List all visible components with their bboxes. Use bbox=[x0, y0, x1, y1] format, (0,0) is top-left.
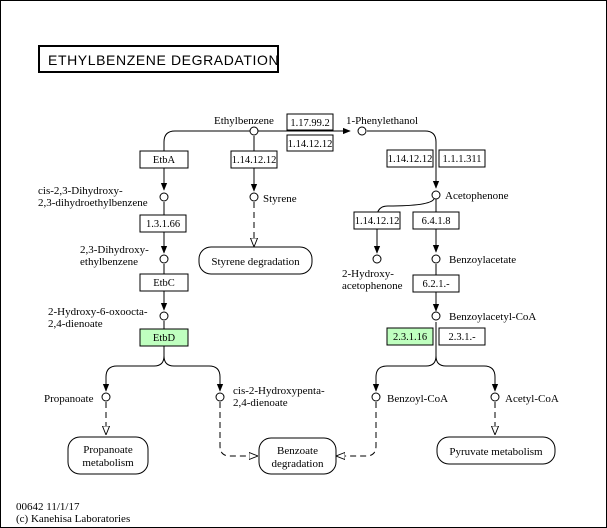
map-label: Propanoate bbox=[83, 444, 133, 456]
enzyme-box-1-14-12-12-a[interactable]: 1.14.12.12 bbox=[286, 134, 334, 152]
compound-label: 1-Phenylethanol bbox=[346, 115, 418, 127]
enzyme-label: 1.14.12.12 bbox=[388, 154, 433, 165]
compound-label: 2,3-dihydroethylbenzene bbox=[38, 197, 148, 209]
enzyme-label: 1.3.1.66 bbox=[146, 219, 180, 230]
compound-label: Benzoyl-CoA bbox=[387, 393, 448, 405]
map-link-benzoate-degradation[interactable]: Benzoate degradation bbox=[258, 437, 337, 475]
map-label: Benzoate bbox=[277, 445, 318, 457]
compound-acetophenone[interactable]: Acetophenone bbox=[431, 190, 509, 202]
enzyme-label: EtbC bbox=[153, 278, 175, 289]
map-link-styrene-degradation[interactable]: Styrene degradation bbox=[198, 246, 313, 275]
enzyme-box-etbc[interactable]: EtbC bbox=[139, 273, 189, 292]
enzyme-box-1-17-99-2[interactable]: 1.17.99.2 bbox=[286, 113, 334, 131]
compound-label: 2,4-dienoate bbox=[48, 318, 103, 330]
compound-label: Benzoylacetate bbox=[449, 254, 516, 266]
enzyme-highlight bbox=[139, 328, 189, 347]
pathway-title-box: ETHYLBENZENE DEGRADATION bbox=[38, 45, 279, 73]
compound-2-3-dihydroxyethylbenzene[interactable]: 2,3-Dihydroxy- ethylbenzene bbox=[80, 244, 169, 268]
compound-label: Benzoylacetyl-CoA bbox=[449, 311, 536, 323]
map-link-propanoate-metabolism[interactable]: Propanoate metabolism bbox=[67, 436, 149, 475]
compound-label: ethylbenzene bbox=[80, 256, 138, 268]
compound-label: Ethylbenzene bbox=[214, 115, 274, 127]
enzyme-label: 2.3.1.16 bbox=[393, 332, 427, 343]
enzyme-label: EtbD bbox=[153, 333, 176, 344]
compound-label: acetophenone bbox=[342, 280, 403, 292]
compound-label: 2,3-Dihydroxy- bbox=[80, 244, 149, 256]
enzyme-box-etbd[interactable]: EtbD bbox=[139, 328, 189, 347]
enzyme-box-6-2-1[interactable]: 6.2.1.- bbox=[412, 274, 460, 293]
enzyme-label: 1.1.1.311 bbox=[443, 154, 482, 165]
enzyme-label: 1.17.99.2 bbox=[290, 118, 329, 129]
enzyme-box-etba[interactable]: EtbA bbox=[139, 150, 189, 169]
compound-label: Propanoate bbox=[44, 393, 94, 405]
compound-label: Styrene bbox=[263, 193, 297, 205]
map-label: degradation bbox=[272, 458, 324, 470]
map-label: metabolism bbox=[82, 457, 134, 469]
compound-styrene[interactable]: Styrene bbox=[249, 192, 297, 205]
enzyme-highlight bbox=[386, 327, 434, 346]
compound-label: Acetyl-CoA bbox=[505, 393, 559, 405]
map-label: Pyruvate metabolism bbox=[449, 446, 543, 458]
enzyme-box-1-14-12-12-d[interactable]: 1.14.12.12 bbox=[353, 211, 401, 230]
compound-label: 2-Hydroxy- bbox=[342, 268, 394, 280]
enzyme-label: 1.14.12.12 bbox=[355, 216, 400, 227]
compound-benzoylacetate[interactable]: Benzoylacetate bbox=[431, 254, 516, 266]
enzyme-box-2-3-1-16[interactable]: 2.3.1.16 bbox=[386, 327, 434, 346]
compound-cis-2-hydroxypenta-2-4-dienoate[interactable]: cis-2-Hydroxypenta- 2,4-dienoate bbox=[215, 385, 325, 409]
compound-2-hydroxyacetophenone[interactable]: 2-Hydroxy- acetophenone bbox=[342, 254, 403, 292]
map-label: Styrene degradation bbox=[211, 256, 300, 268]
footer-copyright: (c) Kanehisa Laboratories bbox=[16, 513, 130, 525]
compound-2-hydroxy-6-oxoocta-2-4-dienoate[interactable]: 2-Hydroxy-6-oxoocta- 2,4-dienoate bbox=[48, 306, 169, 330]
compound-benzoyl-coa[interactable]: Benzoyl-CoA bbox=[371, 392, 448, 405]
compound-label: 2,4-dienoate bbox=[233, 397, 288, 409]
compound-ethylbenzene[interactable]: Ethylbenzene bbox=[214, 115, 274, 136]
enzyme-label: EtbA bbox=[153, 155, 176, 166]
enzyme-box-2-3-1[interactable]: 2.3.1.- bbox=[438, 327, 486, 346]
compound-label: cis-2-Hydroxypenta- bbox=[233, 385, 325, 397]
footer-map-id-date: 00642 11/1/17 bbox=[16, 501, 80, 513]
compound-label: Acetophenone bbox=[445, 190, 509, 202]
enzyme-label: 6.2.1.- bbox=[422, 279, 450, 290]
enzyme-label: 1.14.12.12 bbox=[288, 139, 333, 150]
compound-label: cis-2,3-Dihydroxy- bbox=[38, 185, 123, 197]
enzyme-label: 2.3.1.- bbox=[448, 332, 476, 343]
pathway-title: ETHYLBENZENE DEGRADATION bbox=[48, 52, 279, 68]
map-link-pyruvate-metabolism[interactable]: Pyruvate metabolism bbox=[436, 436, 556, 465]
compound-acetyl-coa[interactable]: Acetyl-CoA bbox=[490, 392, 559, 405]
compound-cis-dihydroxy-dihydroethylbenzene[interactable]: cis-2,3-Dihydroxy- 2,3-dihydroethylbenze… bbox=[38, 185, 169, 209]
compound-1-phenylethanol[interactable]: 1-Phenylethanol bbox=[346, 115, 418, 136]
enzyme-label: 1.14.12.12 bbox=[232, 155, 277, 166]
enzyme-box-1-3-1-66[interactable]: 1.3.1.66 bbox=[139, 214, 187, 233]
enzyme-box-1-14-12-12-c[interactable]: 1.14.12.12 bbox=[386, 149, 434, 168]
compound-propanoate[interactable]: Propanoate bbox=[44, 392, 111, 405]
compound-benzoylacetyl-coa[interactable]: Benzoylacetyl-CoA bbox=[431, 311, 536, 323]
compound-label: 2-Hydroxy-6-oxoocta- bbox=[48, 306, 148, 318]
enzyme-box-1-1-1-311[interactable]: 1.1.1.311 bbox=[438, 149, 486, 168]
enzyme-box-1-14-12-12-b[interactable]: 1.14.12.12 bbox=[230, 150, 278, 169]
enzyme-label: 6.4.1.8 bbox=[422, 216, 451, 227]
enzyme-box-6-4-1-8[interactable]: 6.4.1.8 bbox=[412, 211, 460, 230]
